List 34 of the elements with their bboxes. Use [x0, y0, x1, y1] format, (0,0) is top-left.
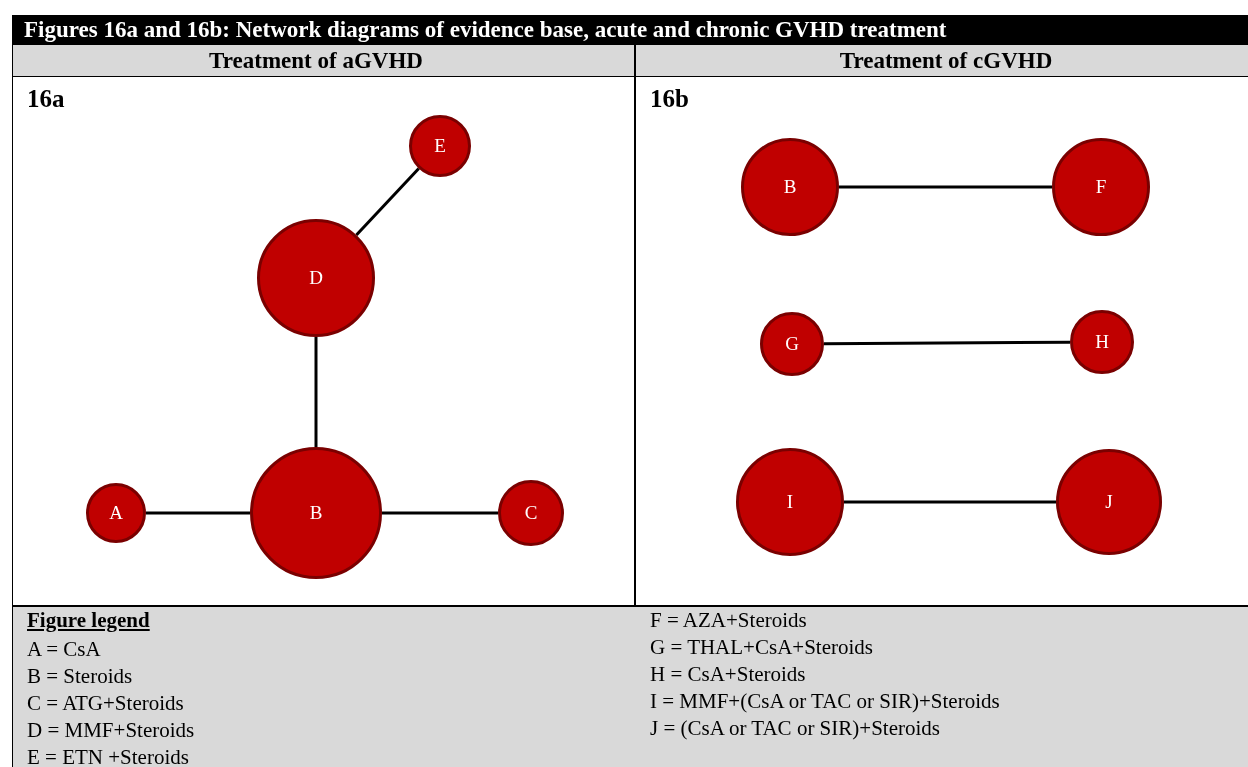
legend-entry: A = CsA: [27, 636, 101, 663]
network-node: A: [86, 483, 146, 543]
network-node: B: [250, 447, 382, 579]
legend-entry: H = CsA+Steroids: [650, 661, 806, 688]
connector-line: [146, 511, 250, 515]
panel-label: 16a: [27, 84, 65, 114]
legend-entry: D = MMF+Steroids: [27, 717, 195, 744]
network-node: C: [498, 480, 564, 546]
legend-entry: B = Steroids: [27, 663, 133, 690]
connector-line: [844, 500, 1056, 504]
column-header: Treatment of cGVHD: [839, 47, 1053, 75]
network-node: F: [1052, 138, 1150, 236]
connector-line: [824, 340, 1070, 346]
title-bar: Figures 16a and 16b: Network diagrams of evidence base, acute and chronic GVHD treatment: [12, 15, 1248, 45]
legend-entry: F = AZA+Steroids: [650, 607, 807, 634]
network-node: E: [409, 115, 471, 177]
network-node: B: [741, 138, 839, 236]
connector-line: [355, 167, 420, 237]
legend-heading: Figure legend: [27, 607, 150, 634]
network-node: J: [1056, 449, 1162, 555]
network-node: D: [257, 219, 375, 337]
legend-entry: I = MMF+(CsA or TAC or SIR)+Steroids: [650, 688, 1000, 715]
legend-entry: G = THAL+CsA+Steroids: [650, 634, 873, 661]
legend-entry: J = (CsA or TAC or SIR)+Steroids: [650, 715, 940, 742]
network-node: I: [736, 448, 844, 556]
connector-line: [382, 511, 498, 515]
legend-entry: C = ATG+Steroids: [27, 690, 184, 717]
network-node: G: [760, 312, 824, 376]
network-node: H: [1070, 310, 1134, 374]
connector-line: [839, 185, 1052, 189]
column-header: Treatment of aGVHD: [209, 47, 423, 75]
panel-label: 16b: [650, 84, 689, 114]
legend-entry: E = ETN +Steroids: [27, 744, 189, 767]
connector-line: [314, 337, 318, 447]
